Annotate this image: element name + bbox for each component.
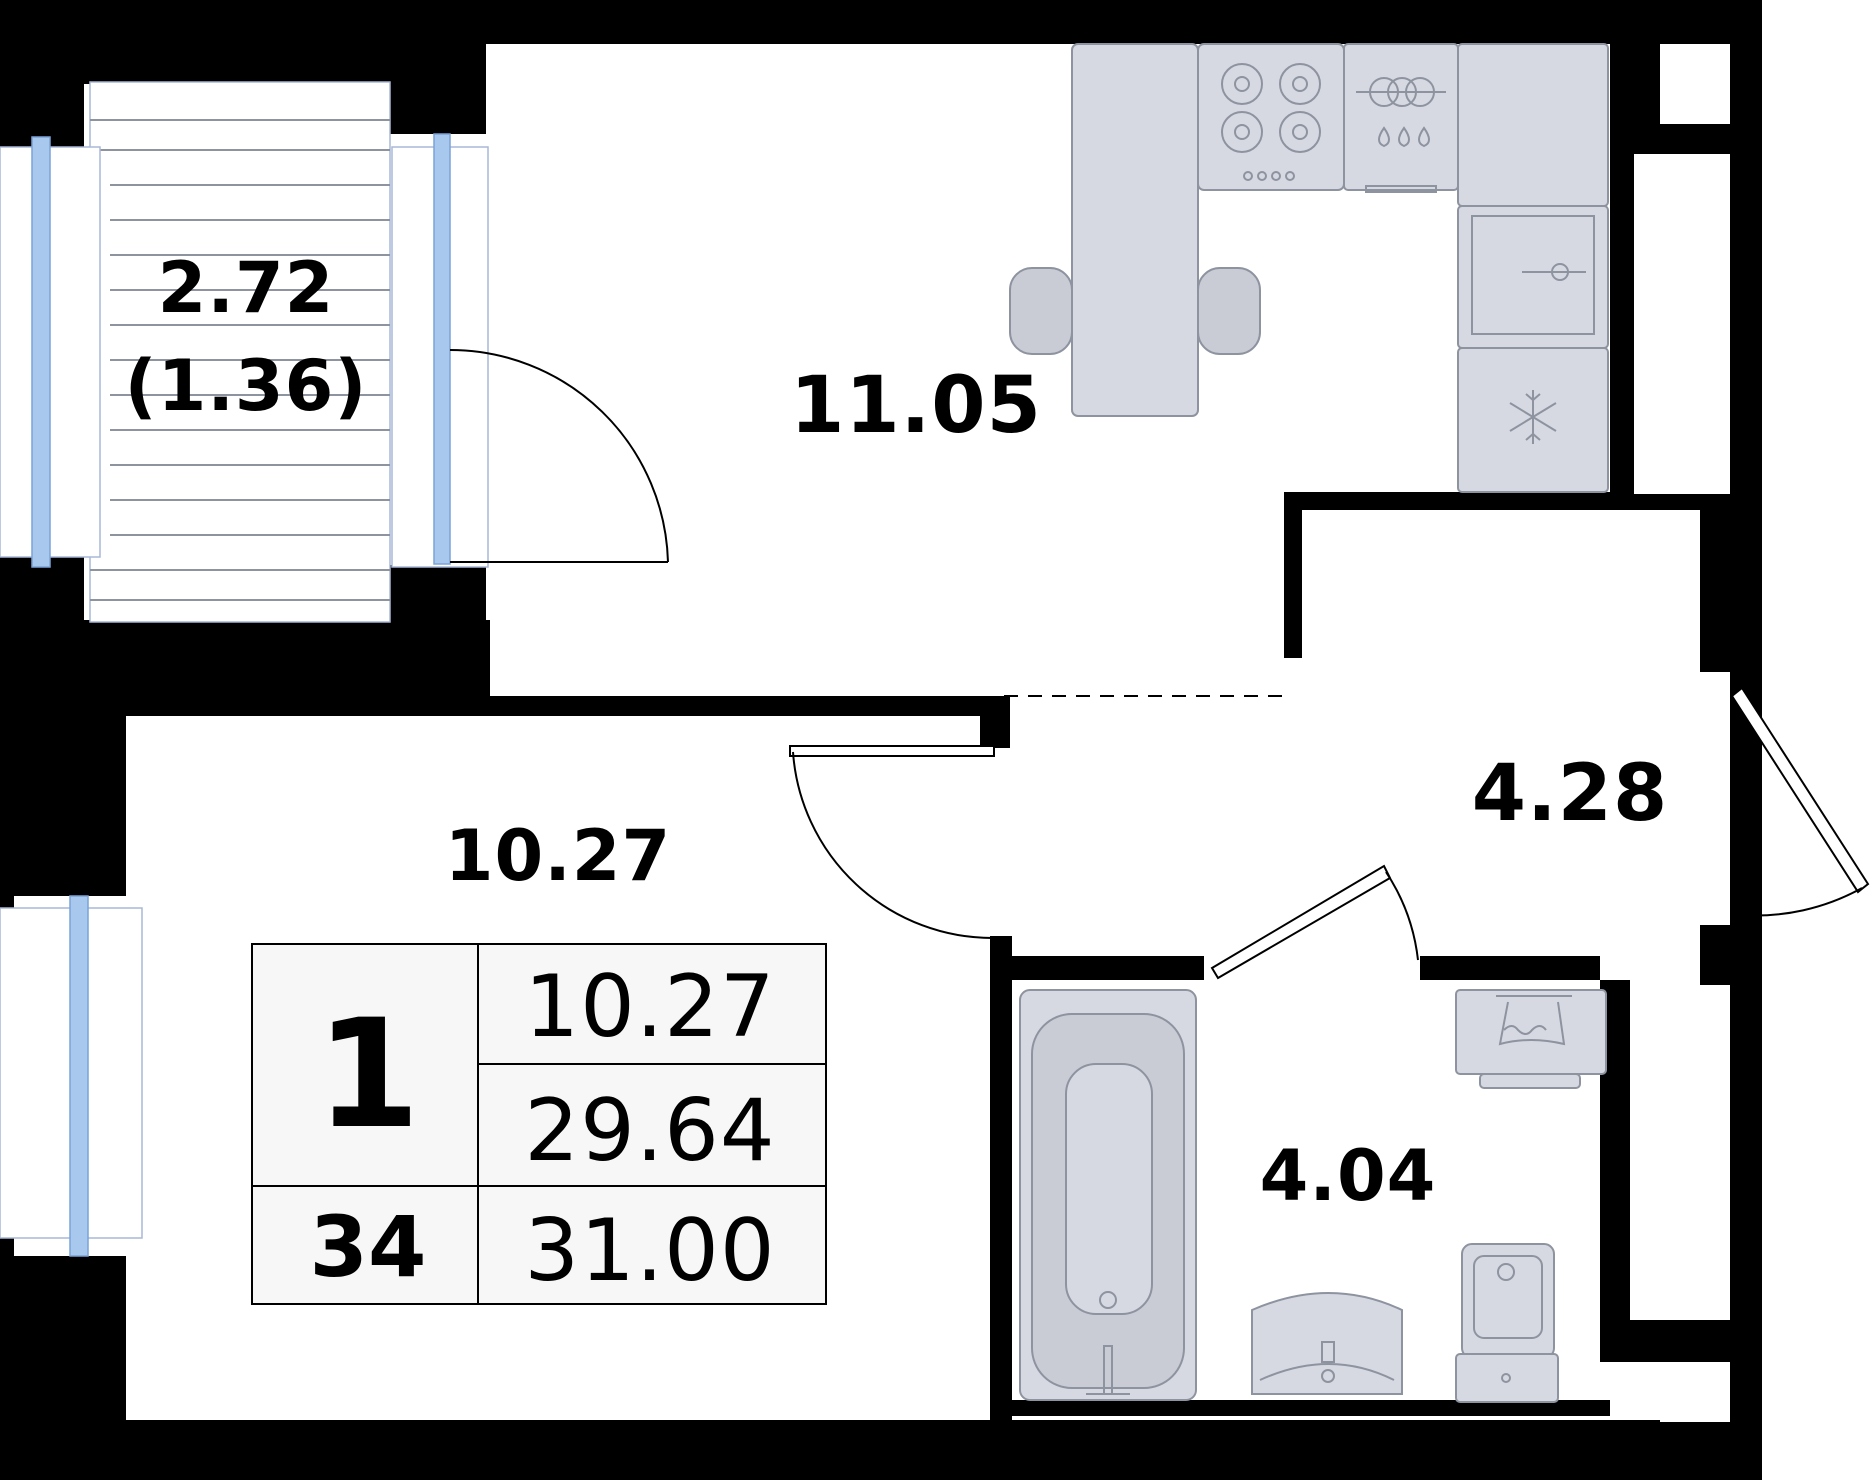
total-area-value: 29.64 (524, 1081, 775, 1181)
toilet-icon (1455, 1243, 1559, 1403)
wall-openings (1012, 44, 1730, 1422)
snowflake-icon (1509, 390, 1557, 444)
living-area-value: 10.27 (524, 957, 775, 1057)
hall-area-label: 4.28 (1472, 749, 1668, 839)
sink-icon (1251, 1292, 1403, 1395)
walls (0, 0, 1762, 1480)
balcony-reduced-label: (1.36) (125, 345, 368, 427)
window-balcony-left (0, 136, 101, 568)
kitchen-area-label: 11.05 (790, 361, 1042, 451)
window-living (0, 895, 143, 1257)
living-area-label: 10.27 (445, 815, 671, 897)
door-bathroom (1210, 864, 1419, 980)
stove-icon (1221, 63, 1321, 181)
oven-icon (1471, 215, 1595, 335)
dining-chairs (1009, 267, 1261, 355)
door-entrance (1730, 686, 1870, 917)
door-balcony (449, 349, 669, 563)
kitchen-counter (1071, 43, 1609, 493)
area-summary-table (251, 943, 827, 1305)
apartment-number: 34 (310, 1198, 427, 1296)
door-living (789, 745, 995, 940)
sink-kitchen-icon (1356, 77, 1446, 193)
window-balcony-right (391, 133, 489, 568)
balcony (89, 81, 391, 623)
bathroom-area-label: 4.04 (1260, 1135, 1437, 1217)
bathtub-icon (1019, 989, 1197, 1401)
washing-machine-icon (1455, 989, 1607, 1089)
total-with-balcony-value: 31.00 (524, 1201, 775, 1301)
room-count: 1 (316, 988, 420, 1162)
balcony-area-label: 2.72 (158, 247, 335, 329)
